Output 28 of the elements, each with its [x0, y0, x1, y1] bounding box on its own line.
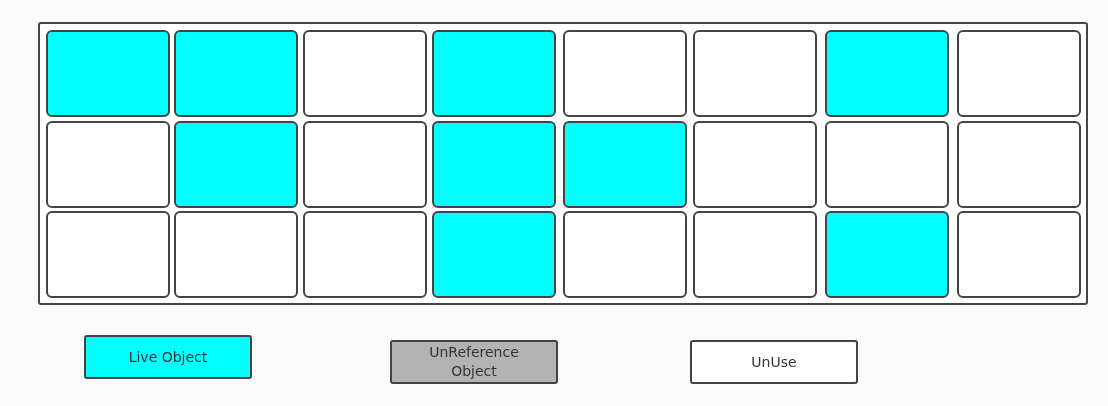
legend-item: UnUse: [690, 340, 858, 384]
memory-cell: [825, 211, 949, 298]
memory-cell: [303, 211, 427, 298]
memory-cell: [174, 121, 298, 208]
memory-cell: [563, 121, 687, 208]
memory-cell: [174, 30, 298, 117]
memory-cell: [174, 211, 298, 298]
memory-cell: [432, 30, 556, 117]
memory-cell: [46, 30, 170, 117]
memory-frame: [38, 22, 1088, 305]
legend-item: UnReference Object: [390, 340, 558, 384]
memory-cell: [303, 30, 427, 117]
memory-cell: [957, 121, 1081, 208]
memory-cell: [957, 211, 1081, 298]
memory-cell: [563, 30, 687, 117]
memory-cell: [303, 121, 427, 208]
memory-cell: [825, 121, 949, 208]
memory-cell: [563, 211, 687, 298]
legend-item: Live Object: [84, 335, 252, 379]
memory-cell: [825, 30, 949, 117]
memory-cell: [46, 121, 170, 208]
memory-cell: [693, 121, 817, 208]
memory-cell: [432, 211, 556, 298]
memory-cell: [957, 30, 1081, 117]
memory-cell: [46, 211, 170, 298]
memory-cell: [693, 30, 817, 117]
memory-cell: [432, 121, 556, 208]
memory-cell: [693, 211, 817, 298]
